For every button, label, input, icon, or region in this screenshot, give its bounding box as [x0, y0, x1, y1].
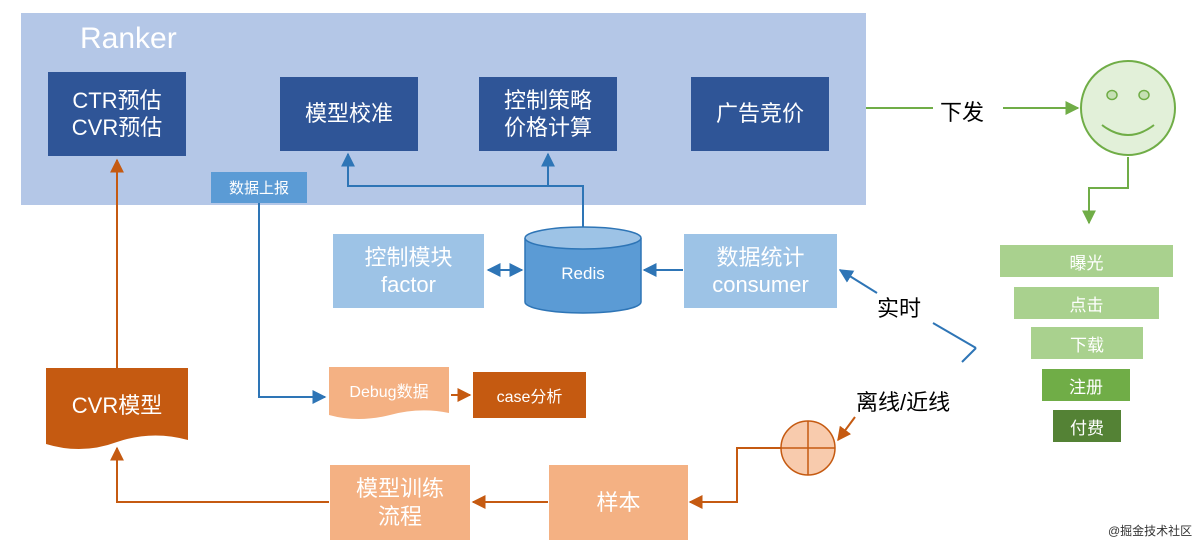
dispatch-label: 下发: [940, 100, 985, 125]
cvr-model-label: CVR模型: [71, 393, 163, 418]
funnel-exposure: 曝光: [1000, 245, 1173, 277]
merge-to-samples-arrow: [688, 447, 781, 509]
stats-label: 数据统计: [716, 244, 805, 270]
ranker-title: Ranker: [80, 22, 177, 55]
price-calculation-label: 价格计算: [503, 115, 592, 140]
watermark: @掘金技术社区: [1108, 524, 1193, 538]
ad-bidding-box: 广告竞价: [691, 77, 829, 151]
report-to-debug-arrow: [258, 203, 327, 404]
funnel-register: 注册: [1042, 369, 1130, 401]
debug-data-shape: [329, 367, 449, 419]
cvr-model-shape: [46, 368, 188, 450]
flow-label: 流程: [377, 503, 422, 529]
control-strategy-box: 控制策略 价格计算: [479, 77, 617, 151]
merge-circle-icon: [780, 420, 836, 476]
model-training-flow-box: 模型训练 流程: [330, 465, 470, 540]
model-calibration-box: 模型校准: [280, 77, 418, 151]
samples-box: 样本: [549, 465, 688, 540]
control-module-box: 控制模块 factor: [333, 234, 484, 308]
ctr-estimation-label: CTR预估: [72, 87, 162, 113]
funnel-to-offline-line: [961, 347, 977, 363]
training-to-cvr-model-arrow: [110, 446, 329, 503]
control-module-label: 控制模块: [364, 244, 453, 270]
ctr-cvr-estimation-box: CTR预估 CVR预估: [48, 72, 186, 156]
consumer-label: consumer: [712, 272, 809, 297]
data-report-box: 数据上报: [211, 172, 307, 203]
redis-label: Redis: [561, 264, 605, 283]
model-training-label: 模型训练: [355, 476, 444, 501]
realtime-label: 实时: [877, 296, 922, 321]
offline-nearline-label: 离线/近线: [856, 390, 951, 415]
case-analysis-box: case分析: [473, 372, 586, 418]
cvr-estimation-label: CVR预估: [71, 115, 163, 140]
offline-to-merge-arrow: [837, 416, 856, 442]
redis-cylinder: [524, 226, 642, 314]
funnel-to-consumer-arrow: [932, 322, 977, 349]
stats-consumer-box: 数据统计 consumer: [684, 234, 837, 308]
factor-label: factor: [380, 272, 436, 297]
debug-data-label: Debug数据: [349, 384, 429, 401]
funnel-payment: 付费: [1053, 410, 1121, 442]
funnel-click: 点击: [1014, 287, 1159, 319]
realtime-to-consumer-arrow: [838, 269, 878, 294]
control-strategy-label: 控制策略: [503, 87, 592, 113]
redis-to-calibration-arrow: [341, 152, 584, 227]
funnel-download: 下载: [1031, 327, 1143, 359]
smiley-to-funnel-arrow: [1082, 157, 1129, 225]
smiley-face-icon: [1080, 60, 1176, 156]
